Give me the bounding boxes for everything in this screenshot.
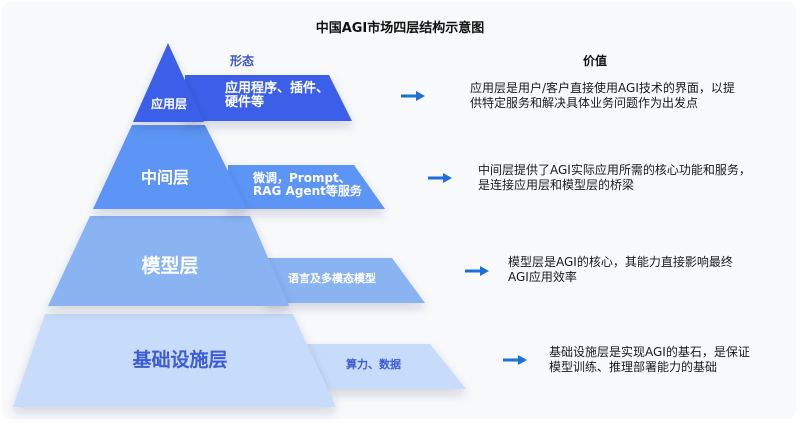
form-text-middleware: 微调，Prompt、 RAG Agent等服务 [253, 172, 362, 197]
form-line: 语言及多模态模型 [288, 272, 376, 285]
form-column-header: 形态 [230, 54, 255, 68]
value-text-model: 模型层是AGI的核心，其能力直接影响最终 AGI应用效率 [508, 255, 733, 285]
form-line: 微调，Prompt、 [253, 171, 351, 185]
tab-application [185, 75, 352, 121]
pyramid-layer-application [133, 43, 204, 122]
value-text-infrastructure: 基础设施层是实现AGI的基石，是保证 模型训练、推理部署能力的基础 [549, 345, 750, 375]
layer-name-middleware: 中间层 [140, 168, 189, 187]
right-arrow-icon [401, 91, 425, 101]
tab-infrastructure [307, 344, 466, 389]
pyramid-layer-middleware [93, 125, 247, 209]
right-arrow-icon [503, 355, 527, 365]
value-line: 应用层是用户/客户直接使用AGI技术的界面，以提 [470, 81, 735, 95]
value-line: 基础设施层是实现AGI的基石，是保证 [549, 345, 750, 359]
layer-name-application: 应用层 [150, 97, 187, 111]
value-column-header: 价值 [583, 54, 608, 68]
value-text-middleware: 中间层提供了AGI实际应用所需的核心功能和服务， 是连接应用层和模型层的桥梁 [478, 163, 751, 193]
form-line: 硬件等 [225, 94, 265, 110]
form-text-application: 应用程序、插件、 硬件等 [225, 82, 329, 109]
layer-name-infrastructure: 基础设施层 [132, 349, 228, 371]
form-line: RAG Agent等服务 [253, 183, 362, 198]
tab-model [267, 258, 425, 303]
value-line: 是连接应用层和模型层的桥梁 [478, 178, 635, 192]
right-arrow-icon [465, 266, 489, 276]
pyramid-layer-model [48, 216, 289, 306]
value-line: 模型层是AGI的核心，其能力直接影响最终 [508, 255, 733, 269]
value-text-application: 应用层是用户/客户直接使用AGI技术的界面，以提 供特定服务和解决具体业务问题作… [470, 81, 735, 111]
right-arrow-icon [428, 173, 452, 183]
form-line: 应用程序、插件、 [225, 81, 330, 96]
value-line: 模型训练、推理部署能力的基础 [549, 360, 718, 374]
pyramid-layer-infrastructure [13, 314, 336, 407]
value-line: 中间层提供了AGI实际应用所需的核心功能和服务， [478, 163, 751, 177]
form-line: 算力、数据 [346, 358, 401, 371]
value-line: AGI应用效率 [508, 270, 577, 284]
form-text-infrastructure: 算力、数据 [346, 359, 401, 371]
diagram-title: 中国AGI市场四层结构示意图 [315, 21, 485, 36]
layer-name-model: 模型层 [141, 255, 199, 277]
form-text-model: 语言及多模态模型 [288, 273, 376, 285]
value-line: 供特定服务和解决具体业务问题作为出发点 [470, 96, 699, 110]
tab-middleware [228, 165, 385, 209]
